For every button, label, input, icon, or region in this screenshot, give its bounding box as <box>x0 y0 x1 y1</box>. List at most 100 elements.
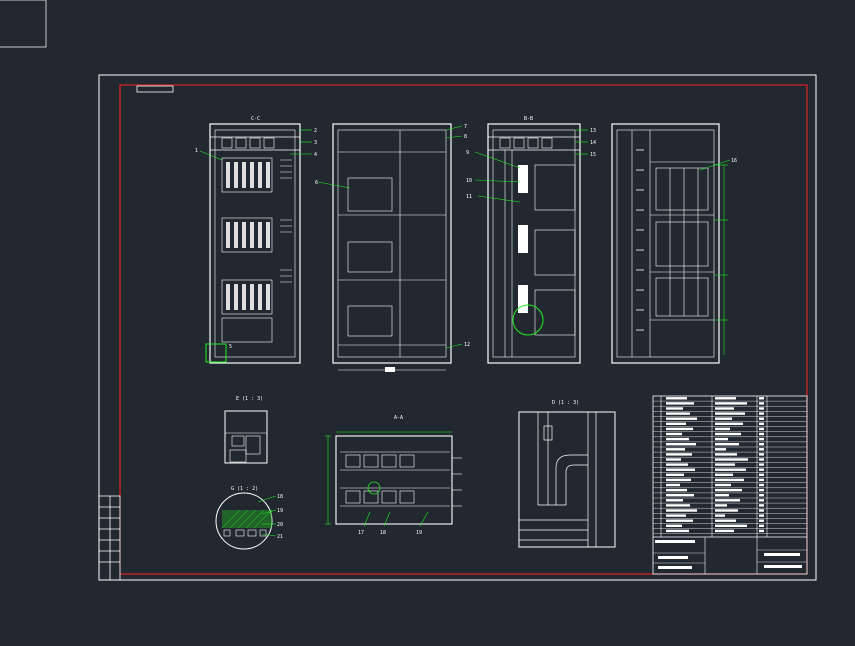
sheet-outer-border <box>98 74 817 581</box>
parts-list-cell-text <box>759 407 764 410</box>
g-callout-21: 21 <box>277 534 283 540</box>
parts-list-cell-text <box>715 407 734 410</box>
back-callout-14: 14 <box>590 140 596 146</box>
back-detail-circle <box>512 304 544 336</box>
parts-list-cell-text <box>666 402 694 405</box>
detail-g-label: G (1 : 2) <box>231 486 258 492</box>
side-callout-6: 6 <box>315 180 318 186</box>
parts-list <box>652 395 808 575</box>
right-callout-16: 16 <box>731 158 737 164</box>
parts-list-cell-text <box>715 458 748 461</box>
parts-list-cell-text <box>715 524 747 527</box>
parts-list-cell-text <box>666 494 694 497</box>
parts-list-cell-text <box>666 407 683 410</box>
parts-list-cell-text <box>759 422 764 425</box>
parts-list-cell-text <box>666 463 688 466</box>
parts-list-cell-text <box>666 468 695 471</box>
parts-list-cell-text <box>715 427 730 431</box>
parts-list-cell-text <box>666 443 696 446</box>
parts-list-cell-text <box>759 453 764 456</box>
parts-list-cell-text <box>715 463 735 466</box>
front-callout-5: 5 <box>229 344 232 350</box>
section-aa-label: A-A <box>394 415 403 421</box>
parts-list-cell-text <box>666 483 680 487</box>
parts-list-cell-text <box>759 463 764 466</box>
parts-list-cell-text <box>666 499 683 502</box>
parts-list-cell-text <box>666 437 689 441</box>
back-view: B-B 9 10 11 13 14 15 <box>466 116 596 364</box>
g-callout-18: 18 <box>277 494 283 500</box>
front-callout-4: 4 <box>314 152 317 158</box>
parts-list-cell-text <box>715 417 732 420</box>
parts-list-cell-text <box>759 473 764 476</box>
side-callout-12: 12 <box>464 342 470 348</box>
parts-list-cell-text <box>715 473 733 476</box>
parts-list-cell-text <box>715 453 737 456</box>
parts-list-cell-text <box>666 509 697 512</box>
aa-callout-19: 19 <box>416 530 422 536</box>
parts-list-cell-text <box>759 478 764 482</box>
parts-list-cell-text <box>759 402 764 405</box>
parts-list-cell-text <box>759 494 764 497</box>
detail-g: G (1 : 2) 18 19 20 21 <box>215 486 283 550</box>
parts-list-cell-text <box>715 432 741 436</box>
parts-list-cell-text <box>759 514 764 517</box>
parts-list-cell-text <box>666 478 691 482</box>
parts-list-cell-text <box>759 529 764 533</box>
parts-list-cell-text <box>666 422 686 425</box>
parts-list-cell-text <box>759 397 764 400</box>
front-callout-1: 1 <box>195 148 198 154</box>
parts-list-cell-text <box>715 514 725 517</box>
parts-list-cell-text <box>715 448 726 451</box>
parts-list-cell-text <box>759 524 764 527</box>
parts-list-cell-text <box>666 458 681 461</box>
detail-d: D (1 : 3) <box>518 400 616 548</box>
parts-list-cell-text <box>759 488 764 492</box>
parts-list-cell-text <box>759 504 764 507</box>
parts-list-cell-text <box>759 458 764 461</box>
back-callout-10: 10 <box>466 178 472 184</box>
back-callout-13: 13 <box>590 128 596 134</box>
back-view-label: B-B <box>524 116 533 122</box>
parts-list-cell-text <box>715 494 729 497</box>
parts-list-cell-text <box>666 448 685 451</box>
parts-list-cell-text <box>666 519 693 522</box>
parts-list-cell-text <box>666 488 687 492</box>
parts-list-cell-text <box>715 478 744 482</box>
back-callout-11: 11 <box>466 194 472 200</box>
detail-d-label: D (1 : 3) <box>552 400 579 406</box>
front-highlight-box <box>205 343 227 363</box>
sheet-inner-frame <box>119 84 808 575</box>
parts-list-cell-text <box>715 422 743 425</box>
parts-list-cell-text <box>759 468 764 471</box>
parts-list-cell-text <box>666 417 697 420</box>
parts-list-cell-text <box>666 529 689 533</box>
parts-list-cell-text <box>715 402 747 405</box>
parts-list-cell-text <box>759 417 764 420</box>
parts-list-cell-text <box>759 443 764 446</box>
front-view: C-C <box>195 116 317 364</box>
parts-list-cell-text <box>715 437 728 441</box>
parts-list-cell-text <box>715 397 736 400</box>
front-callout-3: 3 <box>314 140 317 146</box>
parts-list-cell-text <box>759 509 764 512</box>
parts-list-cell-text <box>715 499 740 502</box>
g-callout-20: 20 <box>277 522 283 528</box>
parts-list-cell-text <box>666 427 693 431</box>
parts-list-cell-text <box>715 488 742 492</box>
right-view: 16 <box>611 123 737 364</box>
parts-list-cell-text <box>759 437 764 441</box>
back-callout-9: 9 <box>466 150 469 156</box>
front-callout-2: 2 <box>314 128 317 134</box>
aa-callout-18: 18 <box>380 530 386 536</box>
parts-list-cell-text <box>759 412 764 415</box>
parts-list-cell-text <box>759 483 764 487</box>
parts-list-cell-text <box>666 514 686 517</box>
side-view: 6 7 8 12 <box>315 123 470 372</box>
g-callout-19: 19 <box>277 508 283 514</box>
frame-label-box <box>136 85 174 93</box>
parts-list-cell-text <box>715 412 745 415</box>
parts-list-cell-text <box>715 519 736 522</box>
title-block <box>653 536 807 574</box>
